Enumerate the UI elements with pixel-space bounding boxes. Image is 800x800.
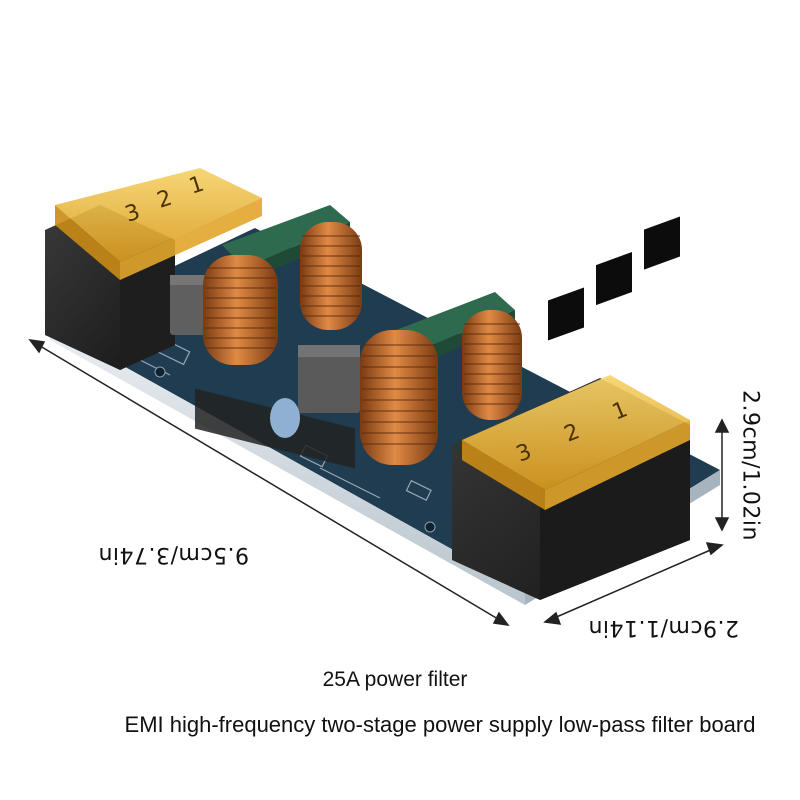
product-description: EMI high-frequency two-stage power suppl…	[124, 712, 756, 737]
left-fuse-cover	[55, 168, 262, 262]
product-title: 25A power filter	[322, 668, 468, 691]
copper-coil-1a	[203, 255, 278, 365]
length-dimension-label: 9.5cm/3.74in	[98, 542, 249, 567]
screw-terminals	[548, 216, 680, 341]
copper-coil-2b	[462, 310, 522, 420]
x-capacitor-1	[170, 275, 212, 335]
copper-coil-2a	[360, 330, 438, 465]
height-dimension-label: 2.9cm/1.02in	[737, 390, 763, 541]
width-dimension-label: 2.9cm/1.14in	[588, 615, 739, 640]
left-terminal-block: 3 2 1	[45, 168, 262, 370]
width-arrow	[543, 542, 724, 625]
length-arrow	[28, 339, 510, 626]
right-fuse-cover	[462, 375, 690, 490]
common-mode-choke-core-1	[222, 205, 350, 268]
stage-two	[360, 292, 522, 465]
x-capacitor-2	[298, 345, 360, 413]
copper-coil-1b	[300, 222, 362, 330]
height-arrow	[714, 418, 730, 532]
right-terminal-block: 3 2 1	[452, 216, 690, 600]
y-capacitor	[270, 398, 300, 438]
